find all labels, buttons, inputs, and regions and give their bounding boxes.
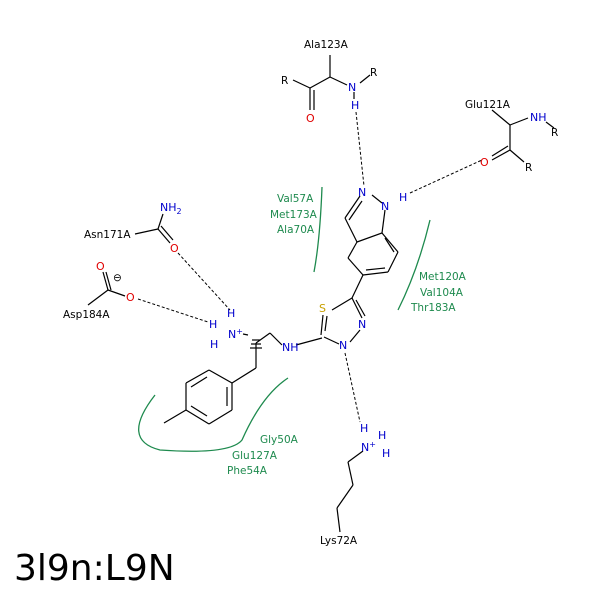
atom-nplus: N+	[361, 440, 376, 454]
atom-o: O	[170, 242, 179, 255]
negative-charge-icon: ⊖	[113, 272, 122, 284]
atom-nh: NH	[282, 341, 299, 354]
hydrophobic-label: Thr183A	[410, 302, 456, 314]
hydrophobic-label: Ala70A	[277, 224, 315, 236]
atom-o: O	[126, 291, 135, 304]
atom-h: H	[227, 307, 235, 320]
atom-h: H	[378, 429, 386, 442]
atom-n: N	[358, 186, 366, 199]
atom-n: N	[358, 318, 366, 331]
atom-nplus: N+	[228, 327, 243, 341]
hydrogen-bonds	[137, 111, 483, 423]
residue-asn171: Asn171A NH2 O	[84, 201, 182, 255]
atom-o: O	[480, 156, 489, 169]
atom-r: R	[525, 162, 532, 174]
atom-h: H	[351, 99, 359, 112]
hydrophobic-label: Glu127A	[232, 450, 278, 462]
atom-n: N	[339, 339, 347, 352]
complex-title: 3l9n:L9N	[14, 548, 175, 589]
hydrophobic-label: Met173A	[270, 209, 318, 221]
atom-h: H	[209, 318, 217, 331]
atom-h: H	[360, 422, 368, 435]
atom-nh: NH	[530, 111, 547, 124]
atom-h: H	[382, 447, 390, 460]
hydrophobic-label: Val104A	[420, 287, 464, 299]
residue-label-ala123: Ala123A	[304, 39, 349, 51]
residue-label-lys72: Lys72A	[320, 535, 358, 547]
atom-r: R	[551, 127, 558, 139]
residue-ala123: Ala123A R R O N H	[281, 39, 377, 125]
atom-n: N	[381, 200, 389, 213]
hydrophobic-contacts	[138, 186, 431, 452]
ligand-thiazole: S N N	[295, 274, 366, 352]
residue-label-asp184: Asp184A	[63, 309, 110, 321]
atom-n: N	[348, 81, 356, 94]
residue-lys72: Lys72A H H N+ H	[320, 422, 390, 547]
hydrophobic-label: Phe54A	[227, 465, 268, 477]
atom-h: H	[399, 191, 407, 204]
atom-r: R	[281, 75, 288, 87]
ligand-amine-chain: NH H H N+ H	[163, 307, 299, 425]
atom-o: O	[306, 112, 315, 125]
residue-asp184: Asp184A O O ⊖	[63, 260, 135, 321]
atom-r: R	[370, 67, 377, 79]
hydrophobic-label: Met120A	[419, 271, 467, 283]
atom-s: S	[319, 302, 326, 315]
hydrophobic-labels: Val57A Met173A Ala70A Met120A Val104A Th…	[227, 193, 467, 477]
atom-nh2: NH2	[160, 201, 182, 216]
hydrophobic-label: Val57A	[277, 193, 314, 205]
atom-h: H	[210, 338, 218, 351]
residue-label-glu121: Glu121A	[465, 99, 511, 111]
ligand-indazole: N N H	[344, 186, 407, 276]
residue-label-asn171: Asn171A	[84, 229, 131, 241]
residue-glu121: Glu121A NH R R O	[465, 99, 558, 174]
hydrophobic-label: Gly50A	[260, 434, 299, 446]
atom-o: O	[96, 260, 105, 273]
